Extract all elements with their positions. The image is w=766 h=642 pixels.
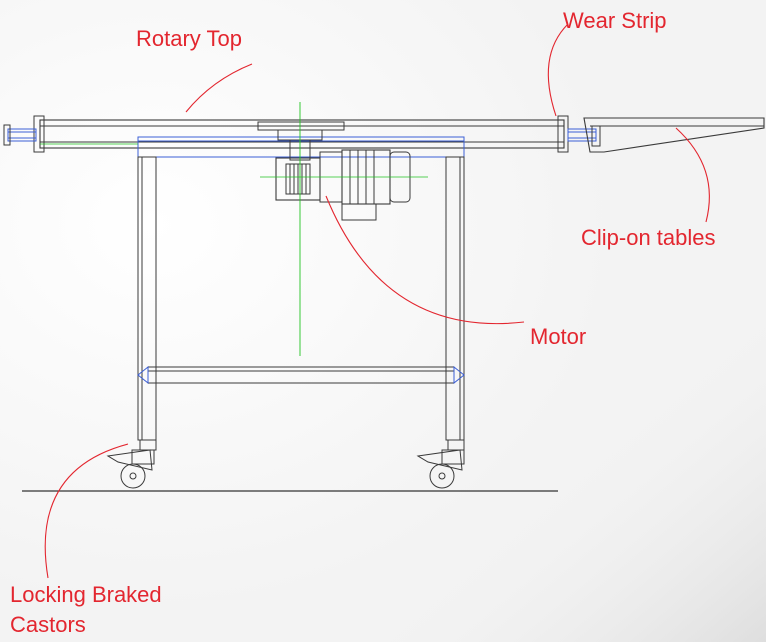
leader-castors	[44, 443, 129, 579]
castor-right	[416, 439, 465, 489]
callout-wear-strip: Wear Strip	[563, 8, 667, 33]
castor-left	[106, 439, 157, 489]
callout-castors-line2: Castors	[10, 612, 86, 637]
leader-wear-strip	[547, 23, 569, 117]
callout-clip-on-tables: Clip-on tables	[581, 225, 716, 250]
left-clip	[3, 124, 37, 146]
lower-crossbar	[137, 365, 465, 385]
motor-assembly	[260, 149, 428, 221]
leader-rotary-top	[185, 63, 253, 113]
callout-castors: Locking Braked Castors	[10, 580, 162, 640]
frame-top-rail	[137, 136, 465, 158]
leader-lines	[44, 23, 710, 579]
clip-on-table	[583, 117, 765, 153]
callout-motor: Motor	[530, 324, 587, 349]
leader-motor	[325, 195, 525, 325]
leader-clip-on	[675, 127, 710, 223]
right-clip	[567, 128, 597, 142]
callout-castors-line1: Locking Braked	[10, 582, 162, 607]
rotary-top-plate	[33, 115, 569, 153]
callout-rotary-top: Rotary Top	[136, 26, 242, 51]
frame-legs	[137, 156, 465, 441]
